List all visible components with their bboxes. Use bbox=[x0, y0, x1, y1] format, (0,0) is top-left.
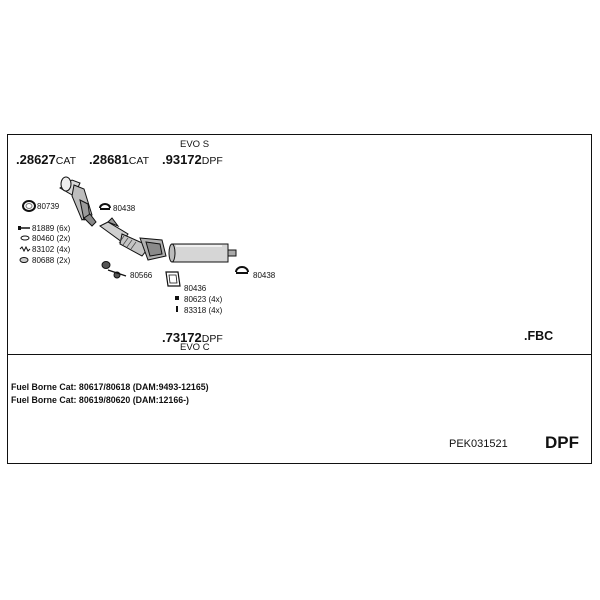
nut-80688-drawing bbox=[19, 257, 29, 263]
label-80460: 80460 (2x) bbox=[32, 234, 71, 243]
part-73172[interactable]: .73172DPF bbox=[162, 330, 223, 345]
label-80688: 80688 (2x) bbox=[32, 256, 71, 265]
bolt-81889-drawing bbox=[18, 226, 30, 230]
clamp-80739-drawing bbox=[22, 200, 36, 212]
hanger-80566-drawing bbox=[101, 261, 127, 279]
part-28627[interactable]: .28627CAT bbox=[16, 152, 76, 167]
label-80438-a: 80438 bbox=[113, 204, 136, 213]
diagram-frame bbox=[7, 134, 592, 464]
note-2: Fuel Borne Cat: 80619/80620 (DAM:12166-) bbox=[11, 395, 189, 405]
kit-type: DPF bbox=[545, 433, 579, 452]
label-81889: 81889 (6x) bbox=[32, 224, 71, 233]
gasket-80436-drawing bbox=[165, 271, 181, 287]
part-93172[interactable]: .93172DPF bbox=[162, 152, 223, 167]
catalyst-28627-drawing bbox=[59, 176, 97, 227]
fbc-label: .FBC bbox=[524, 329, 554, 343]
label-80566: 80566 bbox=[130, 271, 153, 280]
label-80739: 80739 bbox=[37, 202, 60, 211]
spring-83102-drawing bbox=[19, 245, 31, 253]
section-divider bbox=[7, 354, 592, 355]
kit-code: PEK031521 bbox=[449, 438, 508, 450]
clamp-80438a-drawing bbox=[99, 203, 111, 210]
evo-c-label: EVO C bbox=[180, 342, 210, 353]
label-83102: 83102 (4x) bbox=[32, 245, 71, 254]
bolt-80623-drawing bbox=[175, 296, 179, 300]
label-80436: 80436 bbox=[184, 284, 207, 293]
label-80438-b: 80438 bbox=[253, 271, 276, 280]
washer-80460-drawing bbox=[20, 235, 30, 241]
label-80623: 80623 (4x) bbox=[184, 295, 223, 304]
clamp-80438b-drawing bbox=[235, 266, 249, 274]
label-83318: 83318 (4x) bbox=[184, 306, 223, 315]
evo-s-label: EVO S bbox=[180, 139, 210, 150]
dpf-93172-drawing bbox=[168, 243, 237, 263]
note-1: Fuel Borne Cat: 80617/80618 (DAM:9493-12… bbox=[11, 382, 209, 392]
catalyst-28681-drawing bbox=[99, 217, 167, 261]
nut-83318-drawing bbox=[176, 306, 178, 312]
part-28681[interactable]: .28681CAT bbox=[89, 152, 149, 167]
